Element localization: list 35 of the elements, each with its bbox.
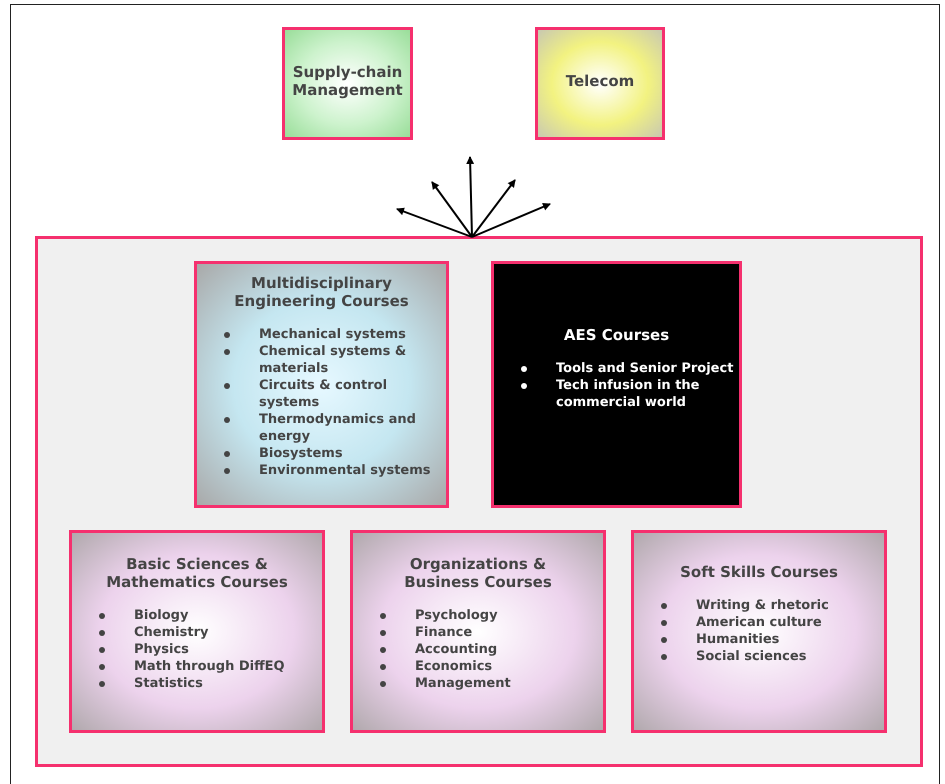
course-item: Chemistry — [134, 625, 208, 640]
course-item: Writing & rhetoric — [696, 598, 829, 613]
course-heading: Soft Skills Courses — [680, 563, 838, 581]
course-item: Circuits & control systems — [259, 378, 388, 410]
course-item: Math through DiffEQ — [134, 659, 285, 674]
course-item: Physics — [134, 642, 189, 657]
course-heading: AES Courses — [564, 326, 670, 344]
course-item: Economics — [415, 659, 492, 674]
course-item: Biology — [134, 608, 188, 623]
container-panel — [35, 236, 923, 767]
box-title: Telecom — [566, 72, 634, 90]
arrow — [466, 156, 474, 238]
course-item: Biosystems — [259, 446, 343, 461]
course-item: Accounting — [415, 642, 498, 657]
course-item: Thermodynamics and energy — [259, 412, 416, 444]
course-item: Statistics — [134, 676, 203, 691]
course-item: Environmental systems — [259, 463, 431, 478]
course-item: Psychology — [415, 608, 498, 623]
arrow — [472, 203, 551, 238]
arrow — [471, 179, 516, 238]
course-item: Finance — [415, 625, 472, 640]
course-item: Tools and Senior Project — [556, 361, 734, 376]
course-heading: Organizations & Business Courses — [403, 555, 553, 591]
course-item: American culture — [696, 615, 822, 630]
arrow — [431, 181, 473, 238]
box-title: Supply-chain Management — [291, 62, 404, 98]
arrow — [396, 208, 472, 238]
course-item: Humanities — [696, 632, 780, 647]
course-heading: Basic Sciences & Mathematics Courses — [105, 555, 289, 591]
course-heading: Multidisciplinary Engineering Courses — [233, 274, 410, 310]
course-item: Chemical systems & materials — [259, 344, 406, 376]
course-item: Social sciences — [696, 649, 806, 664]
course-item: Tech infusion in the commercial world — [556, 378, 700, 410]
course-item: Management — [415, 676, 511, 691]
course-item: Mechanical systems — [259, 327, 406, 342]
